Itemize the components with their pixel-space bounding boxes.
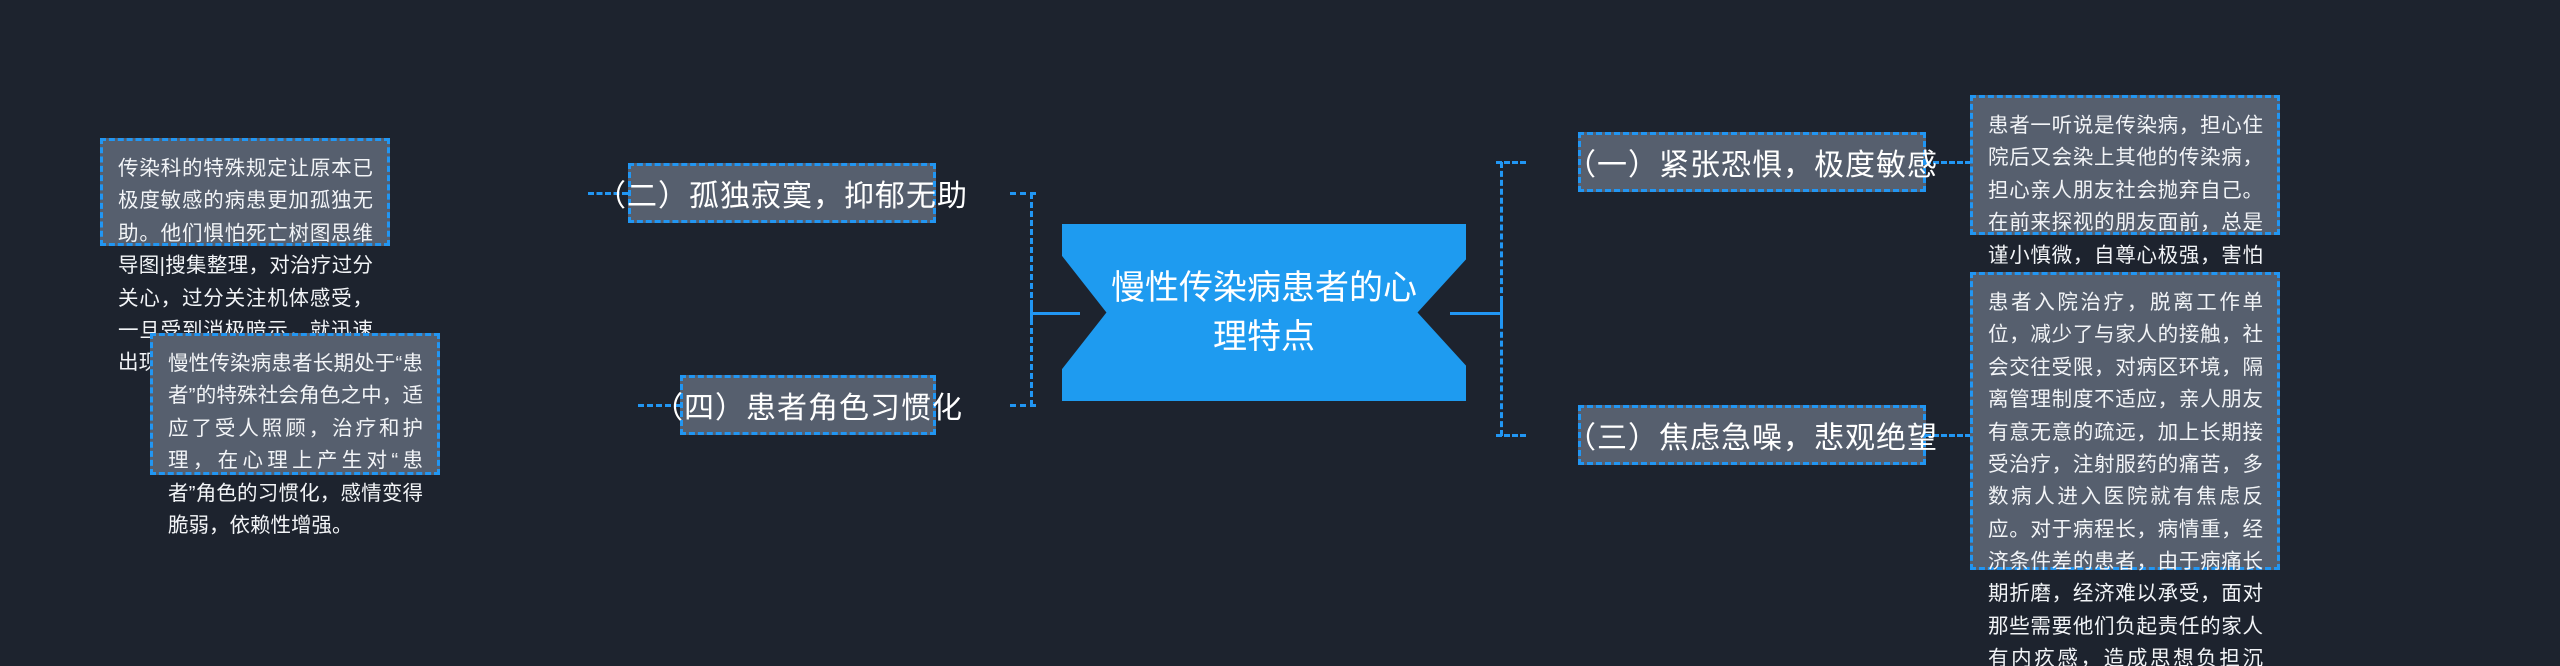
center-node-label: 慢性传染病患者的心理特点 (1111, 269, 1417, 356)
connector-left-stub (1030, 312, 1080, 315)
branch-node-left-2-label: （四）患者角色习惯化 (653, 392, 963, 425)
branch-node-left-1[interactable]: （二）孤独寂寞，抑郁无助 (596, 163, 967, 223)
connector-left-leaf-2 (638, 404, 680, 407)
connector-right-leaf-2 (1925, 434, 1971, 437)
branch-node-right-2[interactable]: （三）焦虑急噪，悲观绝望 (1566, 405, 1937, 465)
branch-node-right-2-label: （三）焦虑急噪，悲观绝望 (1566, 422, 1938, 455)
center-node[interactable]: 慢性传染病患者的心理特点 (1062, 224, 1466, 401)
branch-node-left-1-label: （二）孤独寂寞，抑郁无助 (596, 180, 968, 213)
leaf-node-left-2[interactable]: 慢性传染病患者长期处于“患者”的特殊社会角色之中，适应了受人照顾，治疗和护理，在… (150, 333, 440, 537)
connector-right-stub (1450, 312, 1503, 315)
leaf-node-left-2-text: 慢性传染病患者长期处于“患者”的特殊社会角色之中，适应了受人照顾，治疗和护理，在… (168, 352, 423, 537)
leaf-node-right-2[interactable]: 患者入院治疗，脱离工作单位，减少了与家人的接触，社会交往受限，对病区环境，隔离管… (1970, 272, 2280, 666)
leaf-node-right-1[interactable]: 患者一听说是传染病，担心住院后又会染上其他的传染病，担心亲人朋友社会抛弃自己。在… (1970, 95, 2280, 299)
connector-right-leaf-1 (1925, 161, 1971, 164)
branch-node-right-1[interactable]: （一）紧张恐惧，极度敏感 (1566, 132, 1937, 192)
branch-node-left-2[interactable]: （四）患者角色习惯化 (653, 375, 962, 435)
leaf-node-right-2-text: 患者入院治疗，脱离工作单位，减少了与家人的接触，社会交往受限，对病区环境，隔离管… (1988, 291, 2263, 666)
connector-left-leaf-1 (588, 192, 628, 195)
connector-right-branch-2 (1496, 434, 1526, 437)
connector-left-spine (1030, 193, 1033, 406)
connector-right-spine (1500, 162, 1503, 436)
leaf-node-left-1[interactable]: 传染科的特殊规定让原本已极度敏感的病患更加孤独无助。他们惧怕死亡树图思维导图|搜… (100, 138, 390, 374)
branch-node-right-1-label: （一）紧张恐惧，极度敏感 (1566, 149, 1938, 182)
connector-left-branch-2 (1010, 404, 1036, 407)
connector-right-branch-1 (1496, 161, 1526, 164)
connector-left-branch-1 (1010, 192, 1036, 195)
